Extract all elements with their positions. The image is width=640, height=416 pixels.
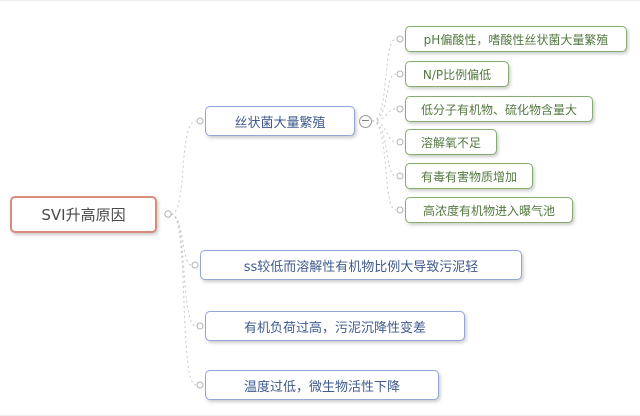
branch3-junction-dot (196, 322, 204, 330)
collapse-toggle[interactable]: − (359, 113, 372, 128)
connector-branch1-leaf1 (371, 38, 397, 122)
connector-branch1-leaf2 (371, 73, 397, 122)
connector-branch1-leaf4 (371, 120, 397, 143)
branch-node-high-organic-load[interactable]: 有机负荷过高，污泥沉降性变差 (205, 311, 465, 341)
connector-root-branch1 (170, 120, 197, 215)
root-junction-dot (164, 210, 172, 218)
leaf2-junction-dot (396, 70, 404, 78)
branch2-junction-dot (191, 261, 199, 269)
leaf6-junction-dot (396, 206, 404, 214)
connector-root-branch4 (170, 213, 197, 386)
leaf-node-insufficient-do[interactable]: 溶解氧不足 (405, 129, 497, 155)
leaf-node-toxic-substances[interactable]: 有毒有害物质增加 (405, 163, 533, 189)
leaf-node-np-ratio-low[interactable]: N/P比例偏低 (405, 61, 509, 87)
leaf-node-low-molecular-organics[interactable]: 低分子有机物、硫化物含量大 (405, 96, 593, 122)
leaf-node-ph-acidic[interactable]: pH偏酸性，嗜酸性丝状菌大量繁殖 (405, 26, 627, 52)
branch4-junction-dot (196, 381, 204, 389)
branch-node-low-temperature[interactable]: 温度过低，微生物活性下降 (205, 370, 439, 400)
branch-node-low-ss[interactable]: ss较低而溶解性有机物比例大导致污泥轻 (200, 250, 522, 280)
leaf3-junction-dot (396, 105, 404, 113)
root-node[interactable]: SVI升高原因 (10, 196, 157, 233)
leaf-node-high-conc-organics[interactable]: 高浓度有机物进入曝气池 (405, 197, 573, 223)
connector-branch1-leaf5 (371, 120, 397, 177)
leaf1-junction-dot (396, 35, 404, 43)
leaf4-junction-dot (396, 138, 404, 146)
branch1-junction-dot (196, 117, 204, 125)
connector-root-branch3 (170, 213, 197, 327)
branch-node-filamentous-growth[interactable]: 丝状菌大量繁殖 (205, 106, 355, 136)
connector-branch1-leaf3 (371, 108, 397, 122)
leaf5-junction-dot (396, 172, 404, 180)
connector-root-branch2 (170, 213, 192, 266)
connector-branch1-leaf6 (371, 120, 397, 211)
